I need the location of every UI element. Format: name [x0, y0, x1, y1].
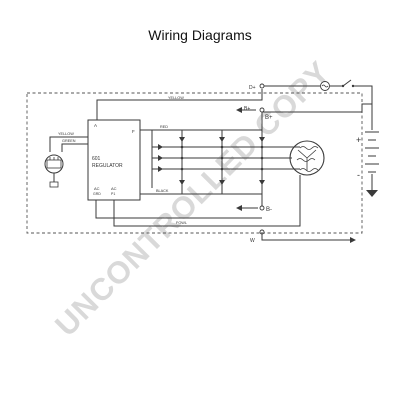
yellow-left-wire-label: YELLOW	[58, 132, 74, 136]
reg-terminal-f: F	[132, 129, 135, 134]
b-minus-label: B-	[266, 207, 272, 213]
diode-group	[158, 137, 265, 185]
alternator-housing-outline	[26, 92, 363, 234]
regulator-model-label: 601	[92, 156, 101, 162]
stator-winding-1	[299, 146, 319, 150]
d-plus-label: D+	[249, 85, 256, 91]
w-terminal-arrow	[350, 237, 356, 243]
reg-terminal-ac-right-sub: P1	[111, 192, 115, 196]
w-terminal-lead	[261, 232, 352, 241]
battery-plus-sign: +	[356, 135, 361, 145]
switch-to-battery-wire	[353, 85, 373, 104]
diode-9	[259, 180, 265, 185]
green-wire	[61, 143, 88, 152]
yellow-wire-top	[96, 89, 263, 120]
diode-2	[158, 155, 163, 161]
green-wire-label: GREEN	[62, 139, 76, 143]
stator-ring	[289, 140, 325, 176]
b-minus-stud-head	[236, 205, 242, 211]
diode-4	[179, 137, 185, 142]
d-plus-terminal[interactable]	[259, 83, 265, 89]
yellow-wire-label: YELLOW	[168, 96, 184, 100]
watermark-text: UNCONTROLLED COPY	[48, 54, 337, 343]
red-wire-label: RED	[160, 125, 168, 129]
stator-star-lines	[297, 149, 317, 171]
regulator-name-label: REGULATOR	[92, 163, 123, 169]
b-minus-terminal[interactable]	[259, 205, 265, 211]
b-plus-top-label: B+	[244, 106, 250, 112]
reg-terminal-ac-left: AC	[94, 186, 100, 191]
junction-dots	[180, 145, 264, 171]
ac-p1-wire	[113, 175, 301, 227]
ignition-switch-blade	[342, 79, 352, 87]
ac-grd-wire	[95, 200, 262, 219]
warning-lamp-filament	[321, 84, 329, 88]
reg-terminal-ac-left-sub: GRD	[93, 192, 101, 196]
stator-winding-2	[296, 158, 316, 162]
ground-symbol	[366, 190, 378, 197]
w-terminal-label: W	[250, 238, 255, 244]
black-wire-label: BLACK	[156, 189, 169, 193]
diode-1	[158, 144, 163, 150]
diode-6	[259, 137, 265, 142]
yellow-left-wire	[49, 136, 88, 152]
diode-7	[179, 180, 185, 185]
fowl-wire-label: FOWL	[176, 221, 187, 225]
diode-8	[219, 180, 225, 185]
stator-winding-3	[299, 168, 319, 172]
battery-minus-sign: -	[357, 170, 360, 180]
reg-terminal-a: A	[94, 123, 97, 128]
indicator-lamp-pins	[49, 157, 59, 160]
b-plus-node-label: B+	[265, 115, 273, 121]
diode-3	[158, 166, 163, 172]
page-title: Wiring Diagrams	[148, 27, 252, 43]
b-plus-stud-head	[236, 107, 242, 113]
b-plus-top-terminal[interactable]	[259, 107, 265, 113]
diode-5	[219, 137, 225, 142]
indicator-lamp-terminal	[49, 181, 59, 188]
reg-terminal-ac-right: AC	[111, 186, 117, 191]
